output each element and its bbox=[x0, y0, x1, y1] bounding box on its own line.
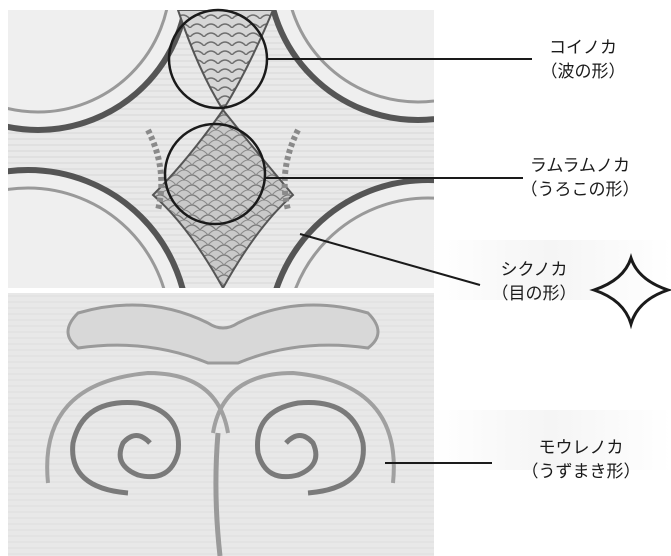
koinoka-name: コイノカ bbox=[549, 38, 617, 58]
sikunoka-label: シクノカ （目の形） bbox=[484, 258, 584, 306]
sikunoka-meaning: （目の形） bbox=[491, 284, 577, 304]
koinoka-label: コイノカ （波の形） bbox=[528, 36, 638, 84]
koinoka-meaning: （波の形） bbox=[540, 62, 626, 82]
sikunoka-name: シクノカ bbox=[500, 260, 568, 280]
ramuramunoka-label: ラムラムノカ （うろこの形） bbox=[505, 154, 655, 202]
ramuramunoka-meaning: （うろこの形） bbox=[520, 180, 640, 200]
carving-photo-top bbox=[8, 10, 434, 288]
carving-photo-bottom bbox=[8, 293, 434, 556]
background-band bbox=[430, 410, 671, 470]
moreunoka-meaning: （うずまき形） bbox=[521, 462, 641, 482]
moreunoka-name: モウレノカ bbox=[538, 438, 624, 458]
ramuramunoka-name: ラムラムノカ bbox=[529, 156, 631, 176]
moreunoka-label: モウレノカ （うずまき形） bbox=[496, 436, 666, 484]
